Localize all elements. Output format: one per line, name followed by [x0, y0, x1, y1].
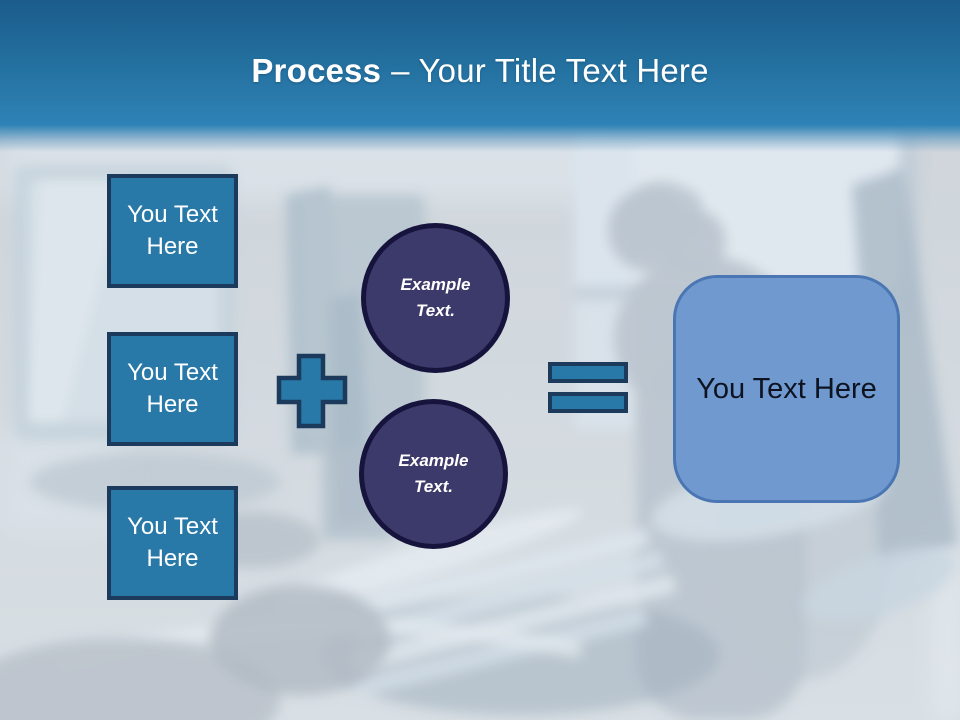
input-box-1-label: You Text Here — [127, 201, 218, 260]
example-circle-2-label: Example Text. — [398, 450, 469, 496]
input-box-3: You Text Here — [107, 486, 238, 600]
result-box: You Text Here — [673, 275, 900, 503]
input-box-1: You Text Here — [107, 174, 238, 288]
header-band — [0, 0, 960, 152]
result-box-label: You Text Here — [696, 372, 877, 405]
input-box-3-label: You Text Here — [127, 513, 218, 572]
photo-keyboard — [58, 458, 957, 715]
title-rest: – Your Title Text Here — [391, 52, 709, 89]
example-circle-1: Example Text. — [361, 223, 510, 373]
equals-bar-bottom — [548, 392, 628, 413]
title-emphasis: Process — [251, 52, 382, 89]
input-box-2-label: You Text Here — [127, 359, 218, 418]
example-circle-2: Example Text. — [359, 399, 508, 549]
input-box-2: You Text Here — [107, 332, 238, 446]
plus-icon — [276, 353, 348, 429]
equals-icon — [548, 362, 628, 413]
page-title: Process– Your Title Text Here — [0, 52, 960, 90]
equals-bar-top — [548, 362, 628, 383]
example-circle-1-label: Example Text. — [400, 274, 471, 320]
